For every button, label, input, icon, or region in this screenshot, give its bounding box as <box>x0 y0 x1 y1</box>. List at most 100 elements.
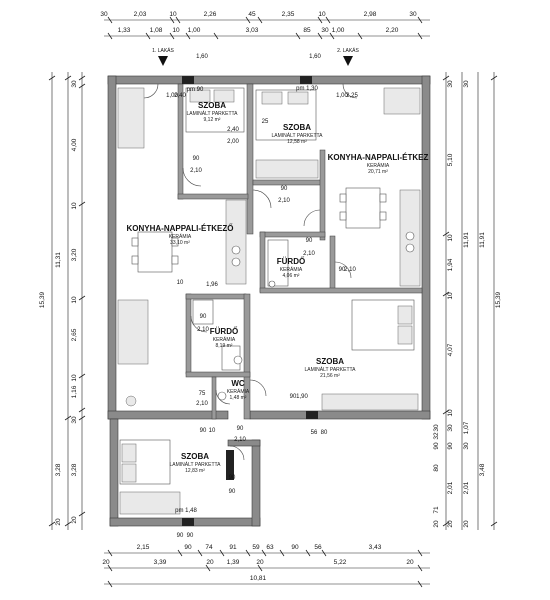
room-floor: LAMINÁLT PARKETTA <box>186 110 238 117</box>
dimension-label: 11,91 <box>479 232 486 248</box>
dimension-label: 15,39 <box>495 291 502 308</box>
plant <box>125 395 137 407</box>
room-name: SZOBA <box>283 123 311 132</box>
plan-note: pm 1,30 <box>296 86 318 92</box>
dimension-label: 1,94 <box>447 258 454 271</box>
plan-note: 90 <box>187 533 194 539</box>
interior-walls <box>177 83 423 420</box>
furniture <box>117 87 421 515</box>
pillars <box>182 76 318 526</box>
dimension-label: 5,10 <box>447 153 454 166</box>
door-entrance-1 <box>143 83 159 99</box>
dimension-label: 20 <box>102 559 110 566</box>
dimension-label: 3,28 <box>71 463 78 476</box>
plan-note: 1,60 <box>309 54 321 60</box>
room-area: 1,48 m² <box>230 395 247 401</box>
room-floor: KERÁMIA <box>280 266 303 273</box>
room-floor: KERÁMIA <box>213 336 236 343</box>
entrance-label: 2. LAKÁS <box>337 47 359 54</box>
bathtub-1 <box>267 239 289 287</box>
room-name: SZOBA <box>316 357 344 366</box>
room-area: 9,12 m² <box>204 117 221 123</box>
plan-note: 2,10 <box>278 198 290 204</box>
plan-note: 1,00 <box>166 93 178 99</box>
plan-note: 2,10 <box>303 251 315 257</box>
plan-note: 1,00 <box>336 93 348 99</box>
plan-note: 1,96 <box>206 282 218 288</box>
dimension-label: 20 <box>447 520 454 528</box>
dimension-label: 10 <box>169 11 177 18</box>
sofa-2 <box>383 87 421 115</box>
sofa-1 <box>117 299 149 365</box>
dimension-label: 91 <box>229 544 237 551</box>
entrance-arrow-2 <box>343 56 353 66</box>
plan-note: 90 <box>193 156 200 162</box>
room-name: KONYHA-NAPPALI-ÉTKEZ <box>328 153 429 162</box>
room-floor: KERÁMIA <box>367 162 390 169</box>
wardrobe-4 <box>119 491 181 515</box>
dimension-label: 30 <box>463 80 470 88</box>
dimension-label: 90 <box>447 442 454 450</box>
dimension-label: 11,91 <box>463 232 470 248</box>
room-floor: LAMINÁLT PARKETTA <box>304 366 356 373</box>
shower-2 <box>192 299 214 325</box>
dimension-label: 30 <box>321 27 329 34</box>
plan-note: 2,10 <box>234 437 246 443</box>
plan-note: 90 <box>229 475 236 481</box>
dimension-label: 3,20 <box>71 248 78 261</box>
dimension-label: 59 <box>252 544 260 551</box>
room-area: 21,56 m² <box>320 373 340 379</box>
plan-note: pm 90 <box>187 87 204 93</box>
dimension-label: 90 <box>184 544 192 551</box>
entrance-markers <box>158 56 353 66</box>
dimension-label: 45 <box>248 11 256 18</box>
room-name: FÜRDŐ <box>277 257 305 266</box>
dimension-label: 30 <box>433 424 440 432</box>
dimension-label: 2,03 <box>134 11 147 18</box>
plan-note: 1,90 <box>296 394 308 400</box>
dimension-label: 30 <box>409 11 417 18</box>
dimension-label: 1,07 <box>463 421 470 434</box>
dimension-label: 10 <box>447 292 454 300</box>
dimension-label: 10 <box>71 374 78 382</box>
room-area: 12,83 m² <box>185 468 205 474</box>
plan-note: 2,10 <box>196 401 208 407</box>
dimension-label: 90 <box>433 442 440 450</box>
dimension-label: 5,22 <box>334 559 347 566</box>
dimension-label: 10,81 <box>250 575 267 582</box>
room-name: SZOBA <box>198 101 226 110</box>
room-area: 12,58 m² <box>287 139 307 145</box>
room-name: FÜRDŐ <box>210 327 238 336</box>
dimension-label: 15,39 <box>39 291 46 308</box>
dimension-label: 10 <box>447 409 454 417</box>
wardrobe-1 <box>117 87 145 149</box>
dimension-label: 2,01 <box>463 481 470 494</box>
plan-note: 90 <box>177 533 184 539</box>
dimension-label: 10 <box>172 27 180 34</box>
plan-note: 1,60 <box>196 54 208 60</box>
room-area: 20,71 m² <box>368 169 388 175</box>
dimension-label: 30 <box>100 11 108 18</box>
dimension-label: 10 <box>447 234 454 242</box>
dimension-label: 30 <box>71 80 78 88</box>
dimension-label: 20 <box>256 559 264 566</box>
dimension-label: 10 <box>71 202 78 210</box>
room-floor: LAMINÁLT PARKETTA <box>169 461 221 468</box>
dimension-label: 4,00 <box>71 138 78 151</box>
plan-note: 2,00 <box>227 139 239 145</box>
dimension-label: 56 <box>314 544 322 551</box>
dimension-label: 30 <box>463 442 470 450</box>
dimension-label: 20 <box>71 516 78 524</box>
plan-note: 90 <box>339 267 346 273</box>
dimension-label: 2,20 <box>386 27 399 34</box>
plan-note: 80 <box>321 430 328 436</box>
